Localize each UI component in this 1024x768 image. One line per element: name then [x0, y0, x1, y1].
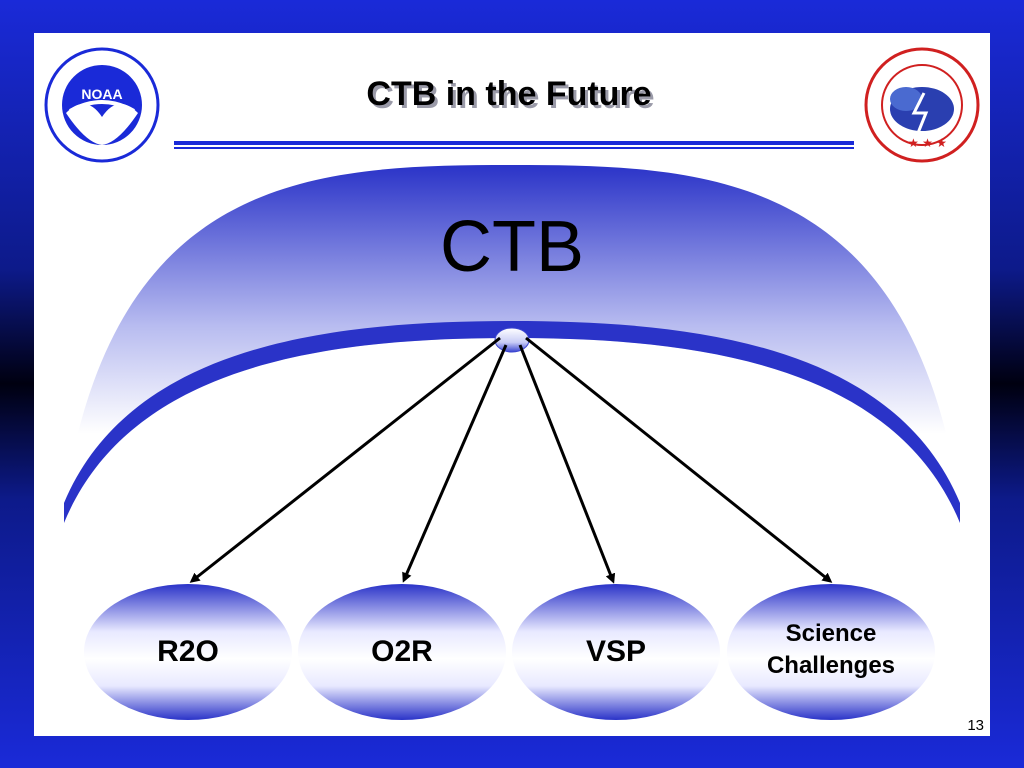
node-o2r [298, 584, 506, 720]
page-number: 13 [967, 717, 984, 734]
node-vsp [512, 584, 720, 720]
title-rule-bottom [174, 147, 854, 149]
svg-text:★ ★ ★: ★ ★ ★ [908, 136, 947, 150]
slide: NOAA ★ ★ ★ CTB CTB in the Future [34, 33, 990, 736]
noaa-logo: NOAA [44, 47, 160, 163]
slide-title: CTB in the Future [366, 75, 652, 113]
ctb-arc [64, 165, 960, 523]
nws-logo: ★ ★ ★ [864, 47, 980, 163]
ctb-arc-label: CTB [440, 207, 584, 287]
arrow-to-science [525, 336, 833, 583]
node-science-label: Science Challenges [746, 618, 916, 682]
arrow-to-vsp [518, 344, 616, 584]
node-o2r-label: O2R [371, 635, 433, 668]
node-science [727, 584, 935, 720]
node-science-label-line2: Challenges [766, 652, 896, 679]
node-science-label-line1: Science [785, 620, 877, 647]
noaa-logo-text: NOAA [81, 86, 122, 102]
hub-node [494, 327, 530, 353]
ctb-diagram: NOAA ★ ★ ★ CTB [44, 47, 980, 720]
node-r2o [84, 584, 292, 720]
node-vsp-label: VSP [585, 635, 647, 668]
node-r2o-label: R2O [157, 635, 219, 668]
title-rule-top [174, 141, 854, 145]
arrow-to-o2r [402, 344, 508, 583]
arrow-to-r2o [189, 336, 501, 583]
